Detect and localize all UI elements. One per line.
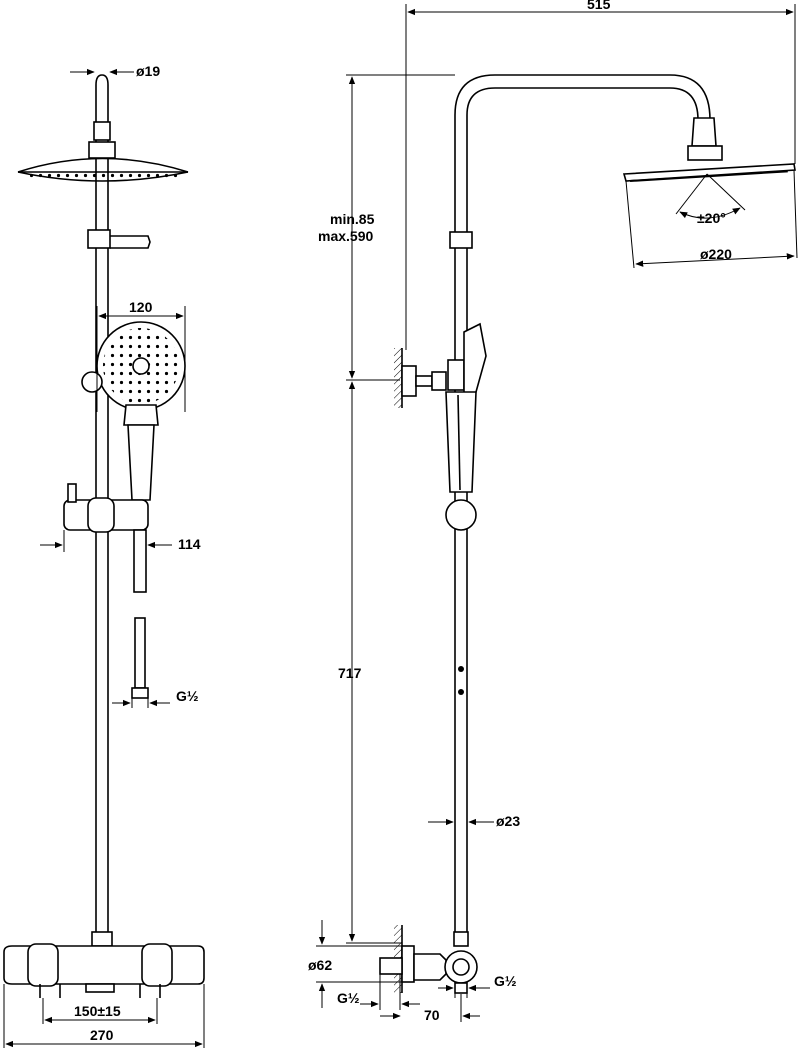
flange-side xyxy=(401,945,415,983)
slider-clamp xyxy=(87,497,115,533)
dim-center-distance: 150±15 xyxy=(74,1003,121,1019)
pivot-joint xyxy=(93,121,111,141)
hose-nut xyxy=(131,687,149,699)
dim-total-width: 515 xyxy=(587,0,611,12)
dim-body-width: 270 xyxy=(90,1027,114,1043)
side-view xyxy=(379,74,796,994)
outlet xyxy=(85,983,115,993)
dim-pipe-dia: ø23 xyxy=(496,813,520,829)
diverter-lever xyxy=(110,235,151,249)
dim-head-dia: ø220 xyxy=(700,246,732,262)
riser-sleeve xyxy=(449,231,473,249)
hose-upper xyxy=(133,529,147,593)
handshower-holder xyxy=(447,359,465,391)
dim-wall-offset: 70 xyxy=(424,1007,440,1023)
wall-bracket-arm xyxy=(415,375,433,387)
hose-lower xyxy=(134,617,146,689)
handshower-side-handle xyxy=(445,391,477,493)
shower-arm-outer xyxy=(454,74,711,232)
rain-head-nozzles xyxy=(30,172,178,182)
rain-head-top xyxy=(17,157,189,173)
dim-thread-right-side: G½ xyxy=(494,973,517,989)
diverter-bracket xyxy=(87,229,111,249)
riser-base-side xyxy=(453,931,469,947)
riser-base-joint xyxy=(91,931,113,947)
head-pivot-pipe xyxy=(95,74,109,142)
head-joint xyxy=(691,117,717,147)
shower-arm-inner xyxy=(466,87,699,232)
wall-bracket-clamp xyxy=(431,371,447,391)
dim-head-pivot-dia: ø19 xyxy=(136,63,160,79)
valve-side-body xyxy=(413,953,447,981)
right-handle xyxy=(141,943,173,987)
eccentric-connector xyxy=(379,957,403,975)
rain-head-side xyxy=(622,163,796,182)
slider-knob-side xyxy=(445,499,477,531)
dim-thread-right-bottom: G½ xyxy=(337,990,360,1006)
outlet-side xyxy=(454,982,468,994)
dim-rail-height: 717 xyxy=(338,665,362,681)
dim-thread-left: G½ xyxy=(176,688,199,704)
front-view xyxy=(3,74,205,998)
front-dimensions: ø19 120 114 G½ 150±15 270 xyxy=(3,63,205,1048)
wall-bracket-front xyxy=(81,371,103,393)
head-connector xyxy=(88,141,116,159)
dim-arm-max: max.590 xyxy=(318,228,373,244)
head-ball xyxy=(687,145,723,161)
wall-bracket-flange xyxy=(401,365,417,397)
wall-hatch-upper xyxy=(394,348,402,408)
hand-shower-neck xyxy=(123,404,159,426)
slider-knob xyxy=(67,483,77,503)
dim-tilt-angle: ±20° xyxy=(697,210,726,226)
dim-holder-offset: 114 xyxy=(178,536,201,552)
dim-handshower-dia: 120 xyxy=(129,299,153,315)
hand-shower-handle xyxy=(127,424,155,501)
side-dimensions: 515 min.85 max.590 717 ±20° ø220 ø23 ø62 xyxy=(308,0,798,1023)
handshower-side-head xyxy=(463,322,487,402)
dim-arm-min: min.85 xyxy=(330,211,375,227)
dim-flange-dia: ø62 xyxy=(308,957,332,973)
left-handle xyxy=(27,943,59,987)
